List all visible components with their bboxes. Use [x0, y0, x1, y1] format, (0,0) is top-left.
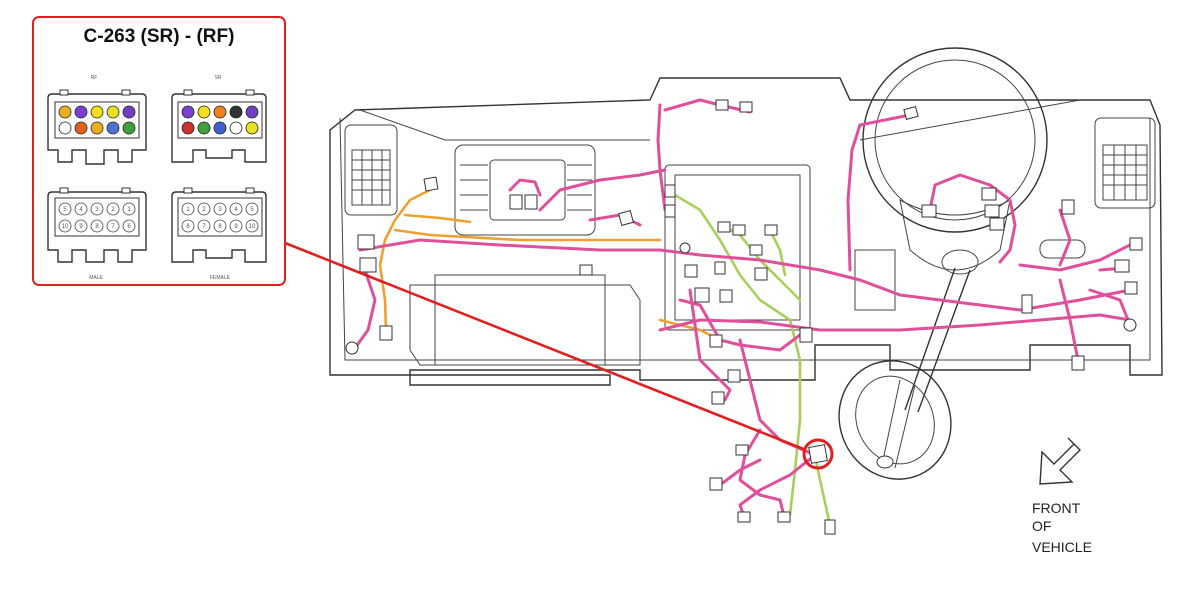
- callout-leader-line: [284, 241, 807, 452]
- female-pin-number: 10: [249, 224, 256, 230]
- front-label-line3: VEHICLE: [1032, 539, 1092, 555]
- rf-wire-dot: [90, 121, 104, 135]
- male-pin: [90, 202, 104, 216]
- sr-wire-dot: [245, 105, 259, 119]
- male-pin-number: 1: [127, 207, 131, 213]
- female-pin: [181, 219, 195, 233]
- instrument-panel-outline: [329, 47, 1163, 480]
- rf-wire-dot: [74, 121, 88, 135]
- female-pin-number: 5: [250, 207, 254, 213]
- male-pin-number: 2: [111, 207, 115, 213]
- male-pin: [106, 202, 120, 216]
- sr-wire-dots: [181, 105, 259, 135]
- rf-wire-dot: [122, 121, 136, 135]
- rf-wire-dot: [74, 105, 88, 119]
- male-pin-number: 5: [63, 207, 67, 213]
- inset-title: C-263 (SR) - (RF): [84, 26, 235, 47]
- sr-wire-dot: [197, 121, 211, 135]
- female-pin-number: 1: [186, 207, 190, 213]
- male-pin: [122, 219, 136, 233]
- male-pin: [74, 202, 88, 216]
- harness-pink: [353, 98, 1132, 522]
- rf-wire-dot: [106, 105, 120, 119]
- rf-wire-dot: [58, 121, 72, 135]
- callout-c263: [284, 241, 834, 470]
- female-pin: [213, 219, 227, 233]
- callout-circle: [802, 438, 834, 470]
- female-pin-number: 8: [218, 224, 222, 230]
- female-pin: [245, 202, 259, 216]
- male-pin-number: 3: [95, 207, 99, 213]
- sr-wire-dot: [213, 105, 227, 119]
- front-label-line2: OF: [1032, 518, 1051, 534]
- female-pin-number: 3: [218, 207, 222, 213]
- rf-wire-dot: [58, 105, 72, 119]
- female-label: FEMALE: [210, 275, 231, 281]
- female-pin: [213, 202, 227, 216]
- female-pin-number: 4: [234, 207, 238, 213]
- female-pin: [197, 219, 211, 233]
- male-pin: [90, 219, 104, 233]
- male-connector-view: 5 4 3 2 1 10 9 8 7 6 MALE: [47, 187, 147, 281]
- male-pin: [58, 202, 72, 216]
- male-pin-number: 4: [79, 207, 83, 213]
- sr-wire-dot: [229, 105, 243, 119]
- sr-wire-dot: [181, 121, 195, 135]
- male-pin-number: 8: [95, 224, 99, 230]
- male-pin: [122, 202, 136, 216]
- sr-connector-view: SR: [171, 75, 267, 163]
- female-pin: [245, 219, 259, 233]
- front-of-vehicle-indicator: FRONT OF VEHICLE: [1032, 437, 1092, 555]
- female-pin: [229, 219, 243, 233]
- male-label: MALE: [89, 275, 103, 281]
- rf-wire-dot: [106, 121, 120, 135]
- rf-wire-dot: [122, 105, 136, 119]
- rf-label: RF: [91, 75, 98, 81]
- sr-wire-dot: [245, 121, 259, 135]
- female-pin-number: 7: [202, 224, 206, 230]
- rf-wire-dots: [58, 105, 136, 135]
- female-pin: [229, 202, 243, 216]
- rf-wire-dot: [90, 105, 104, 119]
- female-pin-number: 2: [202, 207, 206, 213]
- female-pin-number: 9: [234, 224, 238, 230]
- arrow-down-left-icon: [1039, 437, 1081, 485]
- rf-connector-view: RF: [47, 75, 147, 165]
- male-pin-number: 9: [79, 224, 83, 230]
- female-connector-view: 1 2 3 4 5 6 7 8 9 10 FEMALE: [171, 187, 267, 281]
- sr-wire-dot: [197, 105, 211, 119]
- sr-wire-dot: [229, 121, 243, 135]
- harness-connectors: [345, 99, 1143, 535]
- male-pin: [106, 219, 120, 233]
- male-pin-number: 10: [62, 224, 69, 230]
- connector-inset: C-263 (SR) - (RF) RF SR 5 4 3 2 1 10 9 8 7 6: [32, 16, 286, 286]
- sr-wire-dot: [213, 121, 227, 135]
- female-pin: [197, 202, 211, 216]
- male-pin: [58, 219, 72, 233]
- female-pin-numbers: 1 2 3 4 5 6 7 8 9 10: [181, 202, 259, 233]
- female-pin: [181, 202, 195, 216]
- sr-wire-dot: [181, 105, 195, 119]
- male-pin-number: 6: [127, 224, 131, 230]
- front-label-line1: FRONT: [1032, 500, 1081, 516]
- male-pin-number: 7: [111, 224, 115, 230]
- sr-label: SR: [215, 75, 222, 81]
- female-pin-number: 6: [186, 224, 190, 230]
- male-pin: [74, 219, 88, 233]
- male-pin-numbers: 5 4 3 2 1 10 9 8 7 6: [58, 202, 136, 233]
